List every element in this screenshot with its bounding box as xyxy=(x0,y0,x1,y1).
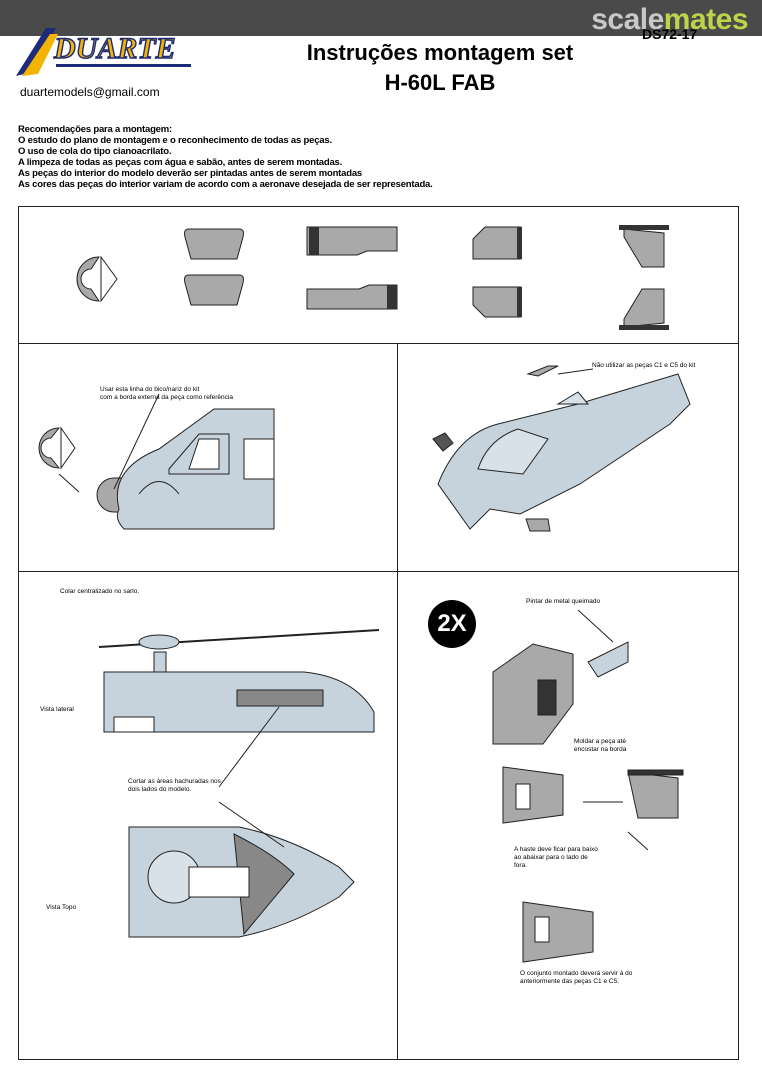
nose-note: Usar esta linha do bico/nariz do kit com… xyxy=(100,386,233,401)
divider xyxy=(18,571,738,572)
part-intake-top xyxy=(623,228,665,268)
cut-note: Cortar as áreas hachuradas nos dois lado… xyxy=(128,778,221,793)
recommendations-block: Recomendações para a montagem: O estudo … xyxy=(18,124,433,190)
part-fairing-top xyxy=(472,226,522,260)
part-intake-bottom xyxy=(623,288,665,328)
part-exhaust-bottom xyxy=(306,284,398,310)
side-top-views-diagram xyxy=(98,629,380,938)
product-code: DS72-17 xyxy=(642,26,698,42)
divider xyxy=(18,343,738,344)
site-logo[interactable]: scalemates xyxy=(591,3,748,36)
part-nose-cap xyxy=(76,256,100,302)
parts-row xyxy=(76,225,669,330)
part-window-top xyxy=(184,228,244,260)
part-window-bottom xyxy=(184,274,244,306)
divider xyxy=(397,343,398,1059)
side-view-label: Vista lateral xyxy=(40,706,74,713)
svg-text:DUARTE: DUARTE xyxy=(53,32,176,65)
nose-diagram xyxy=(38,393,275,530)
page-title: Instruções montagem set xyxy=(306,40,574,65)
quantity-badge: 2X xyxy=(428,600,476,648)
contact-email[interactable]: duartemodels@gmail.com xyxy=(20,85,160,99)
metal-note: Pintar de metal queimado xyxy=(526,598,601,605)
dry-note: Moldar a peça até encostar na borda xyxy=(574,738,627,753)
top-view-label: Vista Topo xyxy=(46,904,77,911)
instructions-frame xyxy=(18,206,739,1060)
site-header-bar: scalemates xyxy=(0,0,762,36)
recommendation-line: As peças do interior do modelo deverão s… xyxy=(18,168,363,179)
duarte-logo: DUARTE xyxy=(16,28,191,76)
final-note: O conjunto montado deverá servir à do an… xyxy=(520,970,633,985)
exhaust-assembly-diagram xyxy=(492,609,684,963)
recommendation-line: Recomendações para a montagem: xyxy=(18,124,172,135)
recommendation-line: O estudo do plano de montagem e o reconh… xyxy=(18,135,332,146)
recommendation-line: O uso de cola do tipo cianoacrilato. xyxy=(18,146,172,157)
no-use-note: Não utilizar as peças C1 e C5 do kit xyxy=(592,362,696,369)
part-exhaust-top xyxy=(306,226,398,256)
page-subtitle: H-60L FAB xyxy=(384,70,496,95)
recommendation-line: As cores das peças do interior variam de… xyxy=(18,179,433,190)
recommendation-line: A limpeza de todas as peças com água e s… xyxy=(18,157,343,168)
part-note: A haste deve ficar para baixo ao abaixar… xyxy=(514,846,598,869)
part-fairing-bottom xyxy=(472,286,522,318)
cut-center-note: Colar centralizado no sarlo. xyxy=(60,588,140,595)
fuselage-iso-diagram xyxy=(432,365,691,532)
